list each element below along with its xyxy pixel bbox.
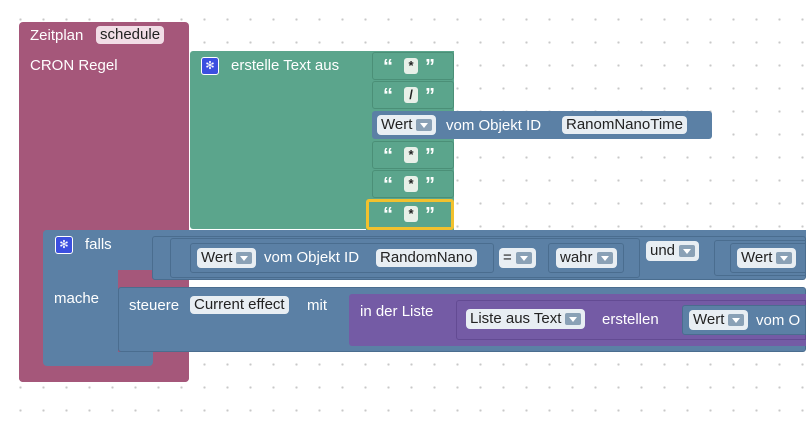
if-block-bottom	[43, 352, 153, 366]
cond1-value-label: Wert	[201, 249, 233, 266]
chevron-down-icon	[679, 245, 696, 258]
of-object-label: vom Objekt ID	[446, 117, 542, 134]
create-label: erstellen	[602, 311, 659, 328]
value-dropdown-label: Wert	[381, 116, 413, 133]
bool-value-label: wahr	[560, 249, 593, 266]
schedule-block-bottom	[19, 370, 189, 382]
open-quote-icon: “	[383, 204, 393, 226]
control-label: steuere	[129, 297, 180, 314]
cond1-value-dropdown[interactable]: Wert	[197, 248, 257, 268]
cond2-value-label: Wert	[741, 249, 773, 266]
open-quote-icon: “	[383, 85, 393, 107]
chevron-down-icon	[236, 252, 253, 265]
create-text-label: erstelle Text aus	[231, 57, 340, 74]
schedule-name-field[interactable]: schedule	[96, 26, 165, 44]
list-from-text-label: Liste aus Text	[470, 310, 562, 327]
do-label: mache	[54, 290, 100, 307]
inner-value-dropdown[interactable]: Wert	[689, 310, 749, 330]
close-quote-icon: ”	[425, 56, 435, 78]
bool-value-dropdown[interactable]: wahr	[556, 248, 617, 268]
in-list-label: in der Liste	[360, 303, 434, 320]
gear-icon[interactable]: ✻	[55, 236, 73, 254]
close-quote-icon: ”	[425, 145, 435, 167]
close-quote-icon: ”	[425, 204, 435, 226]
text-item-4-value[interactable]: *	[404, 176, 418, 192]
close-quote-icon: ”	[425, 85, 435, 107]
control-with-label: mit	[307, 297, 327, 314]
chevron-down-icon	[728, 314, 745, 327]
open-quote-icon: “	[383, 174, 393, 196]
operator-dropdown[interactable]: =	[499, 248, 536, 268]
schedule-title: Zeitplan	[30, 27, 84, 44]
text-item-1-value[interactable]: *	[404, 58, 418, 74]
cond1-of-label: vom Objekt ID	[264, 249, 360, 266]
operator-label: =	[503, 249, 512, 266]
text-item-3-value[interactable]: *	[404, 147, 418, 163]
text-item-2-value[interactable]: /	[404, 87, 418, 103]
object-id-field[interactable]: RanomNanoTime	[562, 116, 687, 134]
chevron-down-icon	[515, 252, 532, 265]
inner-of-label: vom O	[756, 312, 801, 329]
list-from-text-dropdown[interactable]: Liste aus Text	[466, 309, 586, 329]
logic-dropdown[interactable]: und	[646, 241, 700, 261]
cond1-object-id-field[interactable]: RandomNano	[376, 249, 477, 267]
chevron-down-icon	[776, 252, 793, 265]
chevron-down-icon	[565, 313, 582, 326]
control-target-field[interactable]: Current effect	[190, 296, 289, 314]
gear-icon[interactable]: ✻	[201, 57, 219, 75]
cron-rule-label: CRON Regel	[30, 57, 118, 74]
open-quote-icon: “	[383, 56, 393, 78]
value-dropdown[interactable]: Wert	[377, 115, 437, 135]
logic-label: und	[650, 242, 676, 259]
close-quote-icon: ”	[425, 174, 435, 196]
text-item-5-value[interactable]: *	[404, 206, 418, 222]
chevron-down-icon	[416, 119, 433, 132]
inner-value-label: Wert	[693, 311, 725, 328]
cond2-value-dropdown[interactable]: Wert	[737, 248, 797, 268]
chevron-down-icon	[596, 252, 613, 265]
if-label: falls	[85, 236, 112, 253]
open-quote-icon: “	[383, 145, 393, 167]
